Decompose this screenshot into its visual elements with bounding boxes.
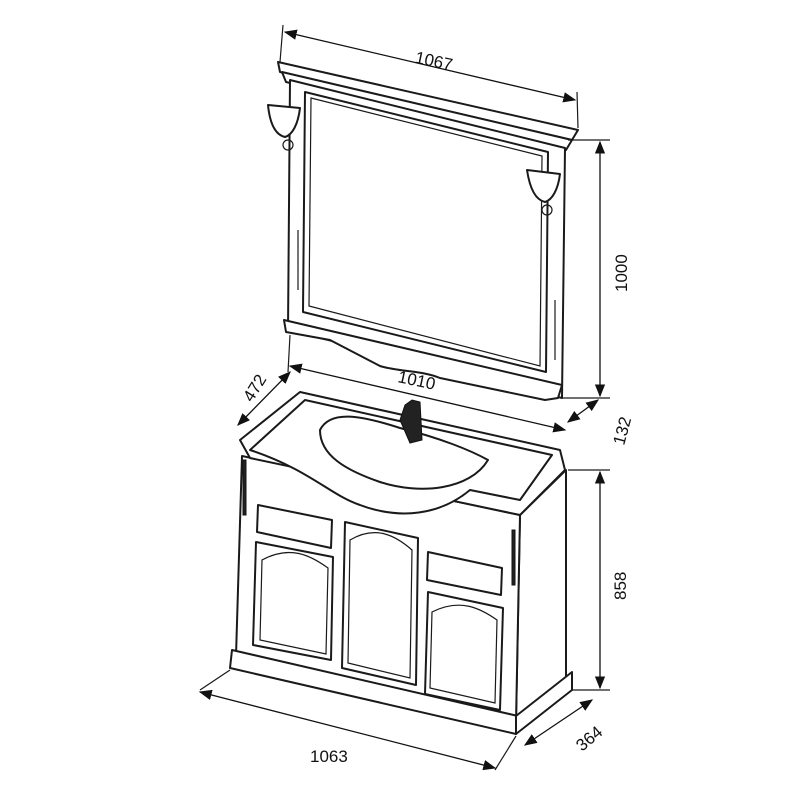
vanity-cabinet: [229, 391, 573, 735]
door-center: [341, 521, 419, 686]
door-right: [424, 591, 504, 711]
label-mirror-height: 1000: [612, 254, 631, 292]
label-mirror-width: 1067: [413, 48, 454, 74]
drawer-right: [426, 551, 503, 596]
drawer-left: [256, 504, 333, 549]
label-cabinet-width-bottom: 1063: [310, 747, 348, 766]
label-cabinet-depth-top: 472: [239, 371, 270, 405]
label-cabinet-depth-bottom: 364: [572, 722, 606, 755]
lamp-left-icon: [267, 104, 301, 151]
mirror: [267, 61, 579, 401]
lamp-right-icon: [526, 169, 561, 216]
label-cabinet-height: 858: [611, 572, 630, 600]
dimension-lines: [198, 24, 610, 771]
door-left: [252, 541, 334, 661]
label-shelf-depth: 132: [610, 415, 636, 447]
